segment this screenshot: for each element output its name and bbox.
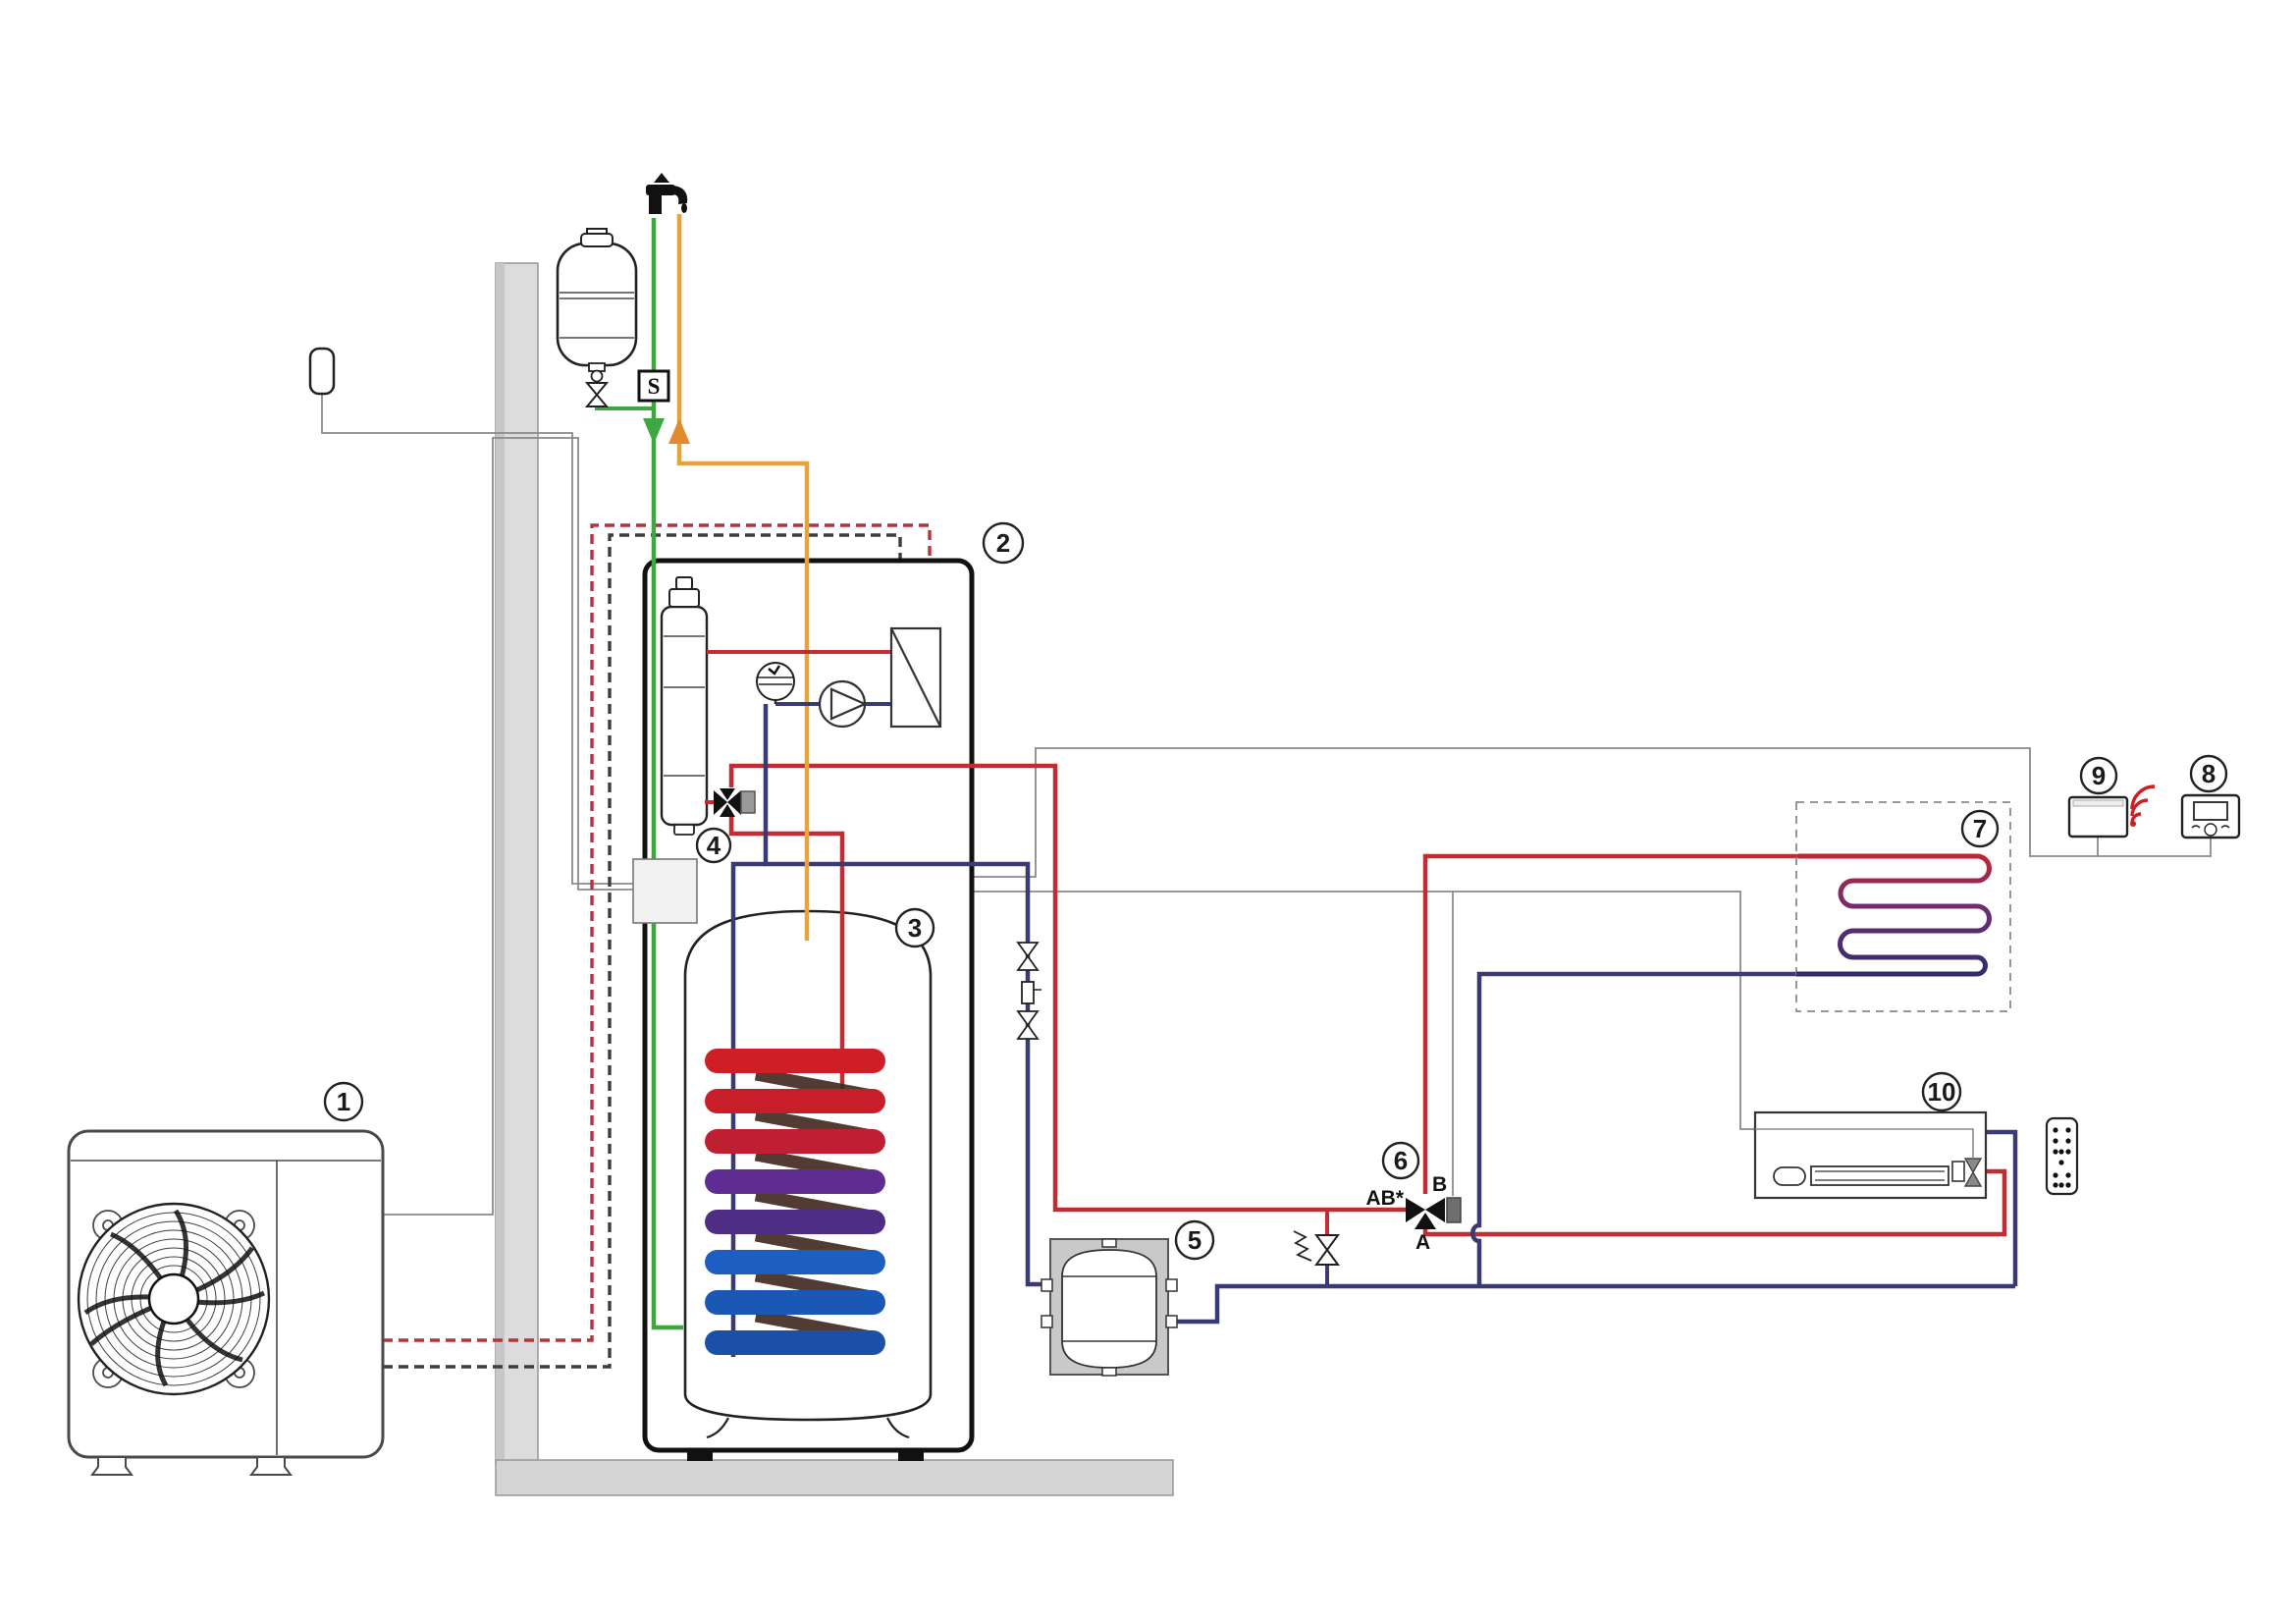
callout-8-label: 8 [2202,759,2216,788]
indoor-foot-right [898,1450,924,1461]
callout-outdoor-unit: 1 [323,1081,364,1122]
fancoil-wire-trunk [697,891,1755,1130]
callout-3-label: 3 [908,913,922,943]
callout-1-label: 1 [337,1087,350,1116]
port-ab-label: AB* [1365,1187,1404,1210]
air-purger [660,576,709,836]
cold-water-arrow-icon [643,418,665,444]
controller-display [2193,801,2228,821]
coil-row [705,1210,885,1234]
tank-coil [705,1049,885,1355]
room-sensor-wire [321,393,633,885]
fan-coil-unit [1753,1110,1988,1200]
room-sensor [308,347,336,396]
heat-exchanger [889,626,942,729]
callout-dhw-valve: 4 [695,827,732,864]
callout-controller: 8 [2189,754,2228,793]
building-structure [495,262,1174,1496]
cold-water-pipe [651,218,683,1330]
callout-5-label: 5 [1188,1225,1201,1255]
heating-return-to-buffer [763,704,1042,1287]
callout-gateway: 9 [2079,756,2118,795]
sensor-box: S [637,369,670,403]
outdoor-unit-wire [383,437,633,1216]
callout-buffer: 5 [1174,1219,1215,1261]
callout-ufh: 7 [1960,809,2000,848]
wifi-icon [2130,784,2156,824]
underfloor-heating [1795,801,2011,1012]
outdoor-foot-left [90,1456,133,1476]
heating-flow-main [728,763,1406,1213]
port-a-label: A [1415,1231,1430,1254]
coil-row [705,1330,885,1355]
hot-water-arrow-icon [668,418,690,444]
expansion-vessel [556,228,638,383]
sensor-label: S [648,374,661,399]
refrigerant-gas-line [383,533,902,1369]
callout-indoor-unit: 2 [982,521,1025,565]
valve-actuator [740,790,756,814]
vessel-valve-icon [584,382,610,407]
pump-icon [818,679,868,729]
callout-2-label: 2 [996,528,1010,558]
callout-9-label: 9 [2092,761,2106,790]
outdoor-foot-right [249,1456,293,1476]
indoor-foot-left [687,1450,713,1461]
heating-flow-ufh [1422,853,1798,1194]
wall-edge [496,263,505,1463]
air-vent-icon [756,662,795,704]
fan-icon [77,1202,271,1396]
outdoor-unit [67,1129,385,1476]
callout-zone-valve: 6 [1381,1141,1420,1180]
callout-fan-coil: 10 [1921,1071,1962,1112]
coil-row [705,1129,885,1154]
ufh-return [1470,971,1796,1286]
floor [495,1459,1174,1496]
callout-6-label: 6 [1394,1146,1408,1175]
ufh-serpentine [1796,853,1993,977]
remote-control [2045,1116,2079,1196]
callouts: 1 2 3 4 5 6 7 8 [323,521,2228,1261]
refrigerant-liquid-line [383,523,932,1342]
callout-4-label: 4 [707,831,721,860]
heating-flow-fancoil [1422,1168,2007,1237]
zone-valve-actuator [1446,1197,1462,1223]
room-controller [2180,793,2241,839]
junction-box [632,858,698,924]
port-b-label: B [1432,1173,1447,1196]
dhw-diverting-valve [714,788,756,817]
ufh-zone-boundary [1795,801,2011,1012]
controller-wire-trunk [697,747,2212,878]
callout-7-label: 7 [1973,814,1987,843]
coil-feed-riser [728,817,845,1100]
relief-valve-icon [1293,1230,1340,1266]
coil-row [705,1250,885,1274]
coil-row [705,1049,885,1073]
coil-row [705,1290,885,1315]
zone-valve: AB* B A [1365,1173,1462,1254]
service-valves [1016,942,1041,1040]
coil-row [705,1169,885,1194]
buffer-vessel [1041,1238,1178,1377]
callout-10-label: 10 [1928,1077,1956,1107]
wireless-gateway [2067,784,2156,839]
tap-icon [646,173,688,214]
callout-dhw-tank: 3 [894,907,935,948]
heating-return-trunk [1176,1283,2015,1325]
coil-row [705,1089,885,1113]
